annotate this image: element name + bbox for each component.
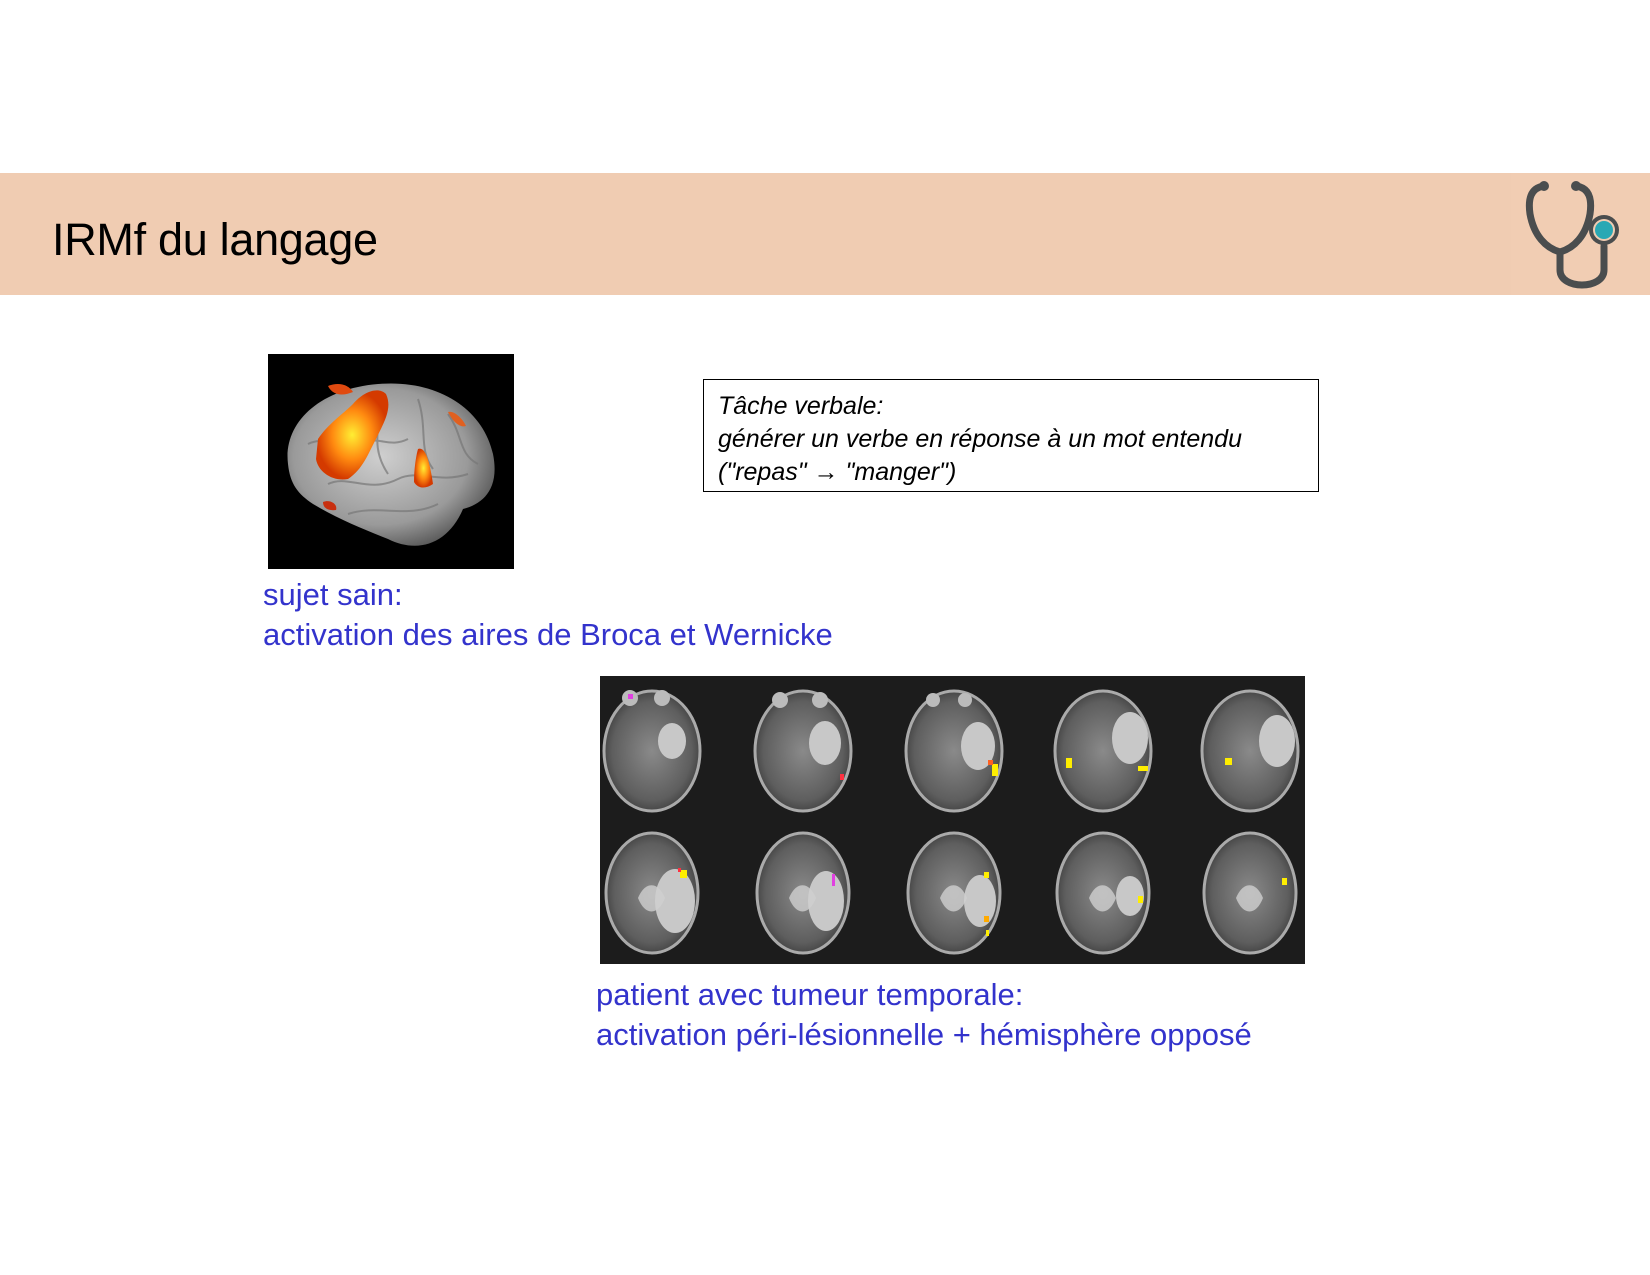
stethoscope-icon xyxy=(1525,181,1619,289)
task-title: Tâche verbale: xyxy=(718,392,884,420)
task-instruction: générer un verbe en réponse à un mot ent… xyxy=(718,425,1242,453)
healthy-caption-title: sujet sain: xyxy=(263,577,403,612)
healthy-caption-detail: activation des aires de Broca et Wernick… xyxy=(263,617,833,652)
patient-caption-title: patient avec tumeur temporale: xyxy=(596,977,1024,1012)
title-banner xyxy=(0,173,1650,295)
healthy-brain-fmri-image xyxy=(268,354,514,569)
patient-mri-slices-image xyxy=(600,676,1305,964)
task-description-box: Tâche verbale: générer un verbe en répon… xyxy=(703,379,1319,492)
slide-title: IRMf du langage xyxy=(52,214,378,265)
patient-caption: patient avec tumeur temporale: activatio… xyxy=(596,975,1252,1055)
healthy-subject-caption: sujet sain: activation des aires de Broc… xyxy=(263,575,833,655)
task-example: ("repas" → "manger") xyxy=(718,458,957,486)
patient-caption-detail: activation péri-lésionnelle + hémisphère… xyxy=(596,1017,1252,1052)
